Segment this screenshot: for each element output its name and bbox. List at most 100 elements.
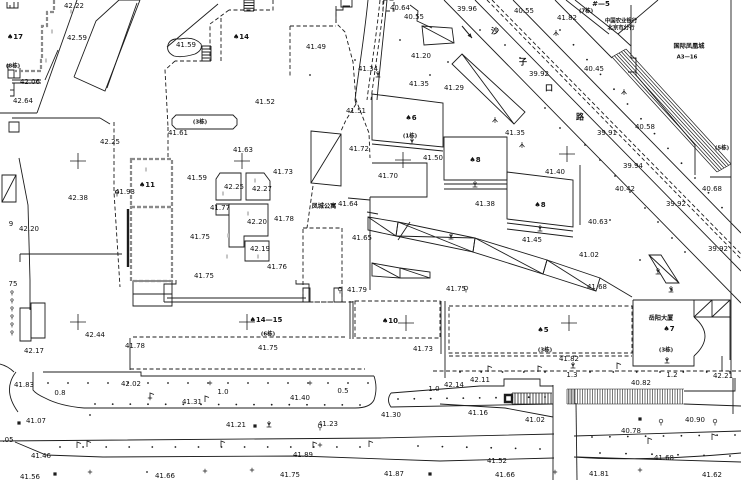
pole-symbol	[10, 306, 14, 310]
survey-dot	[217, 403, 220, 406]
elevation-label: 9	[9, 220, 13, 228]
line-solid	[99, 117, 111, 125]
elevation-label: 42.11	[470, 376, 490, 384]
marker-square	[638, 417, 642, 421]
survey-dot	[662, 435, 665, 437]
survey-dot	[639, 259, 641, 261]
elevation-label: 42.59	[67, 34, 87, 42]
line-dashed	[370, 0, 385, 101]
line-solid	[461, 53, 515, 125]
line-solid	[84, 375, 377, 409]
plus-mark	[207, 380, 213, 386]
stairs-symbol	[201, 45, 212, 62]
anchor-symbol	[655, 268, 661, 275]
elevation-label: 42.25	[100, 138, 120, 146]
elevation-label: 0.8	[54, 389, 65, 397]
line-solid	[32, 372, 85, 409]
elevation-label: 40.78	[621, 427, 641, 435]
survey-dot	[544, 371, 546, 373]
line-solid	[340, 0, 353, 8]
survey-dot	[629, 191, 631, 193]
line-solid	[371, 93, 444, 148]
anchor-symbol	[472, 181, 478, 188]
pole-symbol	[10, 314, 14, 318]
line-solid	[106, 2, 138, 89]
survey-dot	[336, 446, 338, 448]
elevation-label: 41.40	[290, 394, 310, 402]
elevation-label: 41.75	[190, 233, 210, 241]
line-solid	[12, 79, 41, 84]
line-solid	[354, 0, 369, 105]
survey-dot	[677, 453, 679, 456]
map-symbols	[10, 0, 736, 476]
elevation-label: II	[247, 212, 250, 218]
elevation-label: 41.66	[155, 472, 176, 480]
survey-dot	[129, 403, 132, 405]
line-solid	[0, 363, 15, 373]
grid-cross	[234, 153, 250, 169]
line-solid	[19, 253, 122, 262]
survey-dot	[147, 382, 149, 384]
survey-dot	[459, 371, 461, 373]
survey-dot	[680, 162, 683, 165]
grid-cross	[70, 153, 86, 169]
survey-dot	[462, 397, 465, 399]
survey-dot	[716, 434, 718, 437]
line-solid	[399, 267, 431, 279]
survey-dot	[682, 371, 685, 373]
elevation-label: 41.73	[413, 345, 433, 353]
survey-dot	[734, 434, 736, 436]
elevation-label: 1.3	[566, 371, 577, 379]
line-solid	[44, 49, 59, 81]
line-dashed	[366, 0, 381, 101]
elevation-label: 40.64	[390, 4, 411, 12]
point-circle	[658, 418, 664, 424]
pole-symbol	[10, 330, 14, 334]
line-solid	[347, 197, 371, 201]
line-solid	[575, 402, 578, 480]
survey-dot	[465, 446, 468, 449]
line-solid	[9, 371, 19, 413]
plus-mark	[317, 442, 323, 448]
elevation-label: 41.31	[182, 398, 202, 406]
elevation-label: II	[254, 179, 257, 185]
elevation-label: 41.93	[115, 188, 135, 196]
elevation-label: 41.68	[654, 454, 674, 462]
elevation-label: 中国农业银行	[605, 17, 638, 25]
survey-dot	[107, 382, 109, 384]
survey-dot	[82, 446, 84, 448]
elevation-label: 39.92	[708, 245, 728, 253]
elevation-label: 41.30	[381, 411, 401, 419]
line-dashed	[340, 103, 357, 132]
line-solid	[388, 378, 554, 408]
elevation-label: ♠5	[537, 326, 548, 334]
line-dashed	[491, 0, 741, 255]
elevation-label: 41.70	[378, 172, 398, 180]
plus-mark	[87, 469, 93, 475]
survey-dot	[614, 175, 616, 177]
anchor-symbol	[664, 357, 670, 364]
survey-dot	[651, 453, 653, 456]
survey-dot	[694, 177, 696, 179]
lamp-symbol	[312, 441, 318, 448]
survey-dot	[413, 397, 416, 400]
survey-dot	[47, 382, 49, 384]
elevation-label: 41.89	[293, 451, 313, 459]
survey-dot	[347, 382, 349, 384]
elevation-label: (6栋)	[261, 330, 276, 338]
elevation-label: ♠8	[534, 201, 545, 209]
survey-dot	[522, 371, 525, 373]
elevation-label: 41.81	[589, 470, 609, 478]
survey-dot	[354, 59, 356, 61]
survey-dot	[187, 382, 189, 384]
line-fence	[39, 0, 56, 71]
elevation-label: 41.35	[409, 80, 429, 88]
elevation-label: 75	[9, 280, 18, 288]
elevation-label: (7栋)	[579, 7, 594, 15]
flow-arrow-head	[467, 33, 472, 38]
survey-dot	[128, 446, 131, 448]
steps-symbol	[511, 392, 552, 405]
line-solid	[576, 456, 741, 463]
survey-dot	[729, 455, 731, 457]
line-solid	[421, 25, 455, 44]
